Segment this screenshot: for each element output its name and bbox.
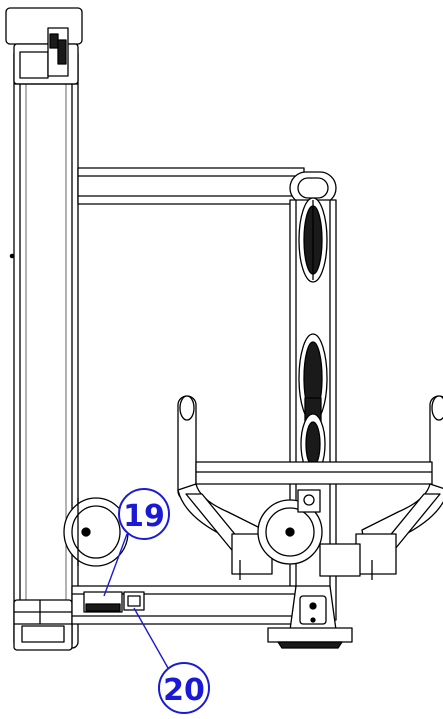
callout-20-label: 20 <box>163 673 205 708</box>
callout-19-label: 19 <box>123 499 165 534</box>
lower-pulley <box>298 333 328 475</box>
left-tower-column <box>9 47 79 649</box>
tower-bottom-foot <box>13 599 73 651</box>
left-weight-plate <box>63 497 129 567</box>
part-19-block <box>83 591 123 613</box>
callout-19: 19 <box>103 488 170 597</box>
center-weight-plate <box>257 489 361 577</box>
tower-top-cap <box>5 7 83 85</box>
floor-pedestal <box>267 585 353 649</box>
upper-pulley <box>298 197 328 283</box>
callout-20: 20 <box>133 607 210 714</box>
handle-bar-frame <box>177 395 443 580</box>
top-horizontal-frame <box>77 167 337 205</box>
part-20-square <box>123 591 145 611</box>
